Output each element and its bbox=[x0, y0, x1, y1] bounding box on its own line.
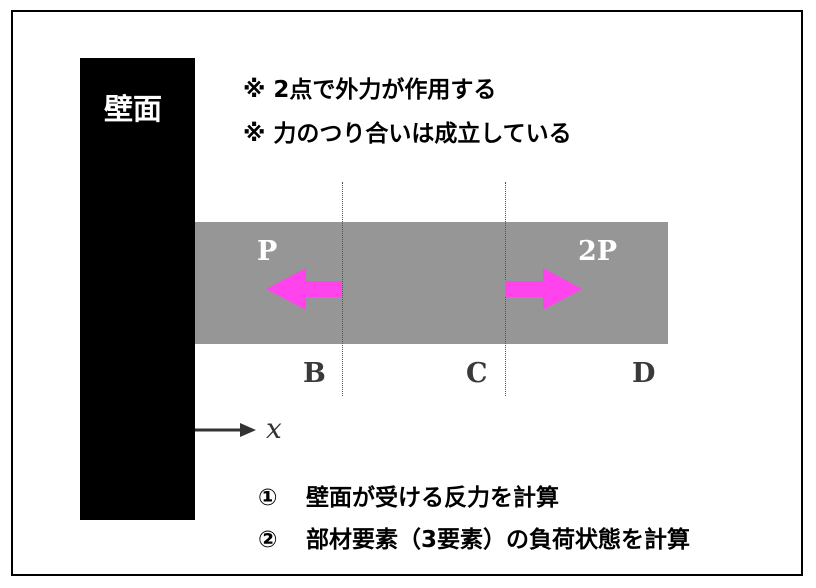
point-d: D bbox=[632, 358, 656, 389]
task-1-text: 壁面が受ける反力を計算 bbox=[306, 485, 559, 511]
task-1: ① 壁面が受ける反力を計算 bbox=[258, 478, 559, 512]
force-label-p: P bbox=[257, 236, 278, 267]
note-two-point-forces: ※ 2点で外力が作用する bbox=[243, 77, 497, 103]
force-label-2p: 2P bbox=[578, 236, 618, 267]
point-b: B bbox=[303, 358, 326, 389]
point-c: C bbox=[466, 358, 488, 389]
wall bbox=[80, 58, 195, 520]
point-a: A bbox=[156, 358, 177, 389]
force-arrow-right bbox=[505, 268, 582, 310]
x-axis-arrowhead bbox=[240, 423, 256, 437]
member-bar bbox=[195, 222, 668, 344]
task-2-number: ② bbox=[258, 527, 278, 553]
note-force-equilibrium: ※ 力のつり合いは成立している bbox=[243, 121, 572, 147]
divider-b bbox=[342, 182, 343, 396]
x-axis-label: x bbox=[266, 412, 282, 445]
wall-label: 壁面 bbox=[104, 92, 163, 126]
task-2: ② 部材要素（3要素）の負荷状態を計算 bbox=[258, 520, 690, 554]
force-arrow-left bbox=[266, 268, 342, 310]
task-1-number: ① bbox=[258, 485, 278, 511]
task-2-text: 部材要素（3要素）の負荷状態を計算 bbox=[306, 527, 691, 553]
diagram-frame bbox=[11, 10, 803, 576]
